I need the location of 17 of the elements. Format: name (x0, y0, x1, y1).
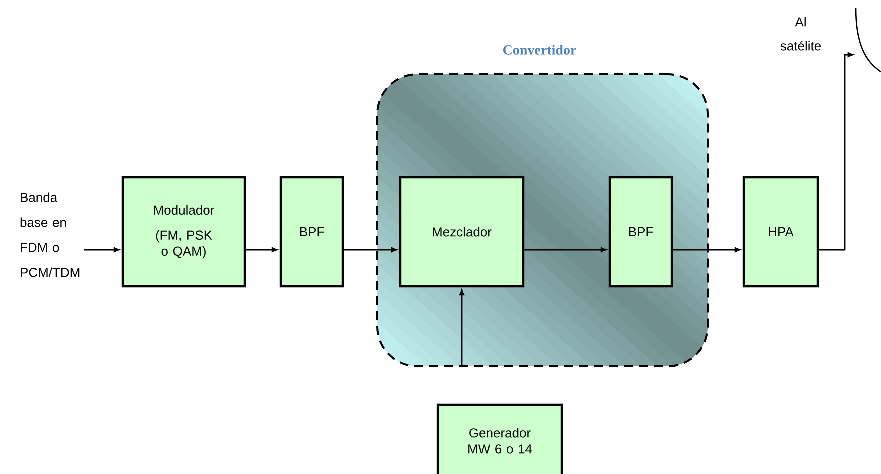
arrow (84, 248, 120, 252)
block-box: Modulador (FM, PSK o QAM) (122, 176, 246, 288)
satellite-label: Al satélite (780, 17, 822, 51)
block-box: HPA (742, 176, 820, 288)
block-box: Generador MW 6 o 14 (436, 404, 564, 474)
arrow (246, 248, 278, 252)
block-box: Mezclador (399, 176, 525, 288)
arrow (460, 290, 464, 366)
arrow (524, 248, 607, 252)
block-box: BPF (608, 176, 674, 288)
arrow (673, 248, 741, 252)
arrow (819, 52, 854, 251)
arrow (344, 248, 398, 252)
converter-title: Convertidor (504, 45, 576, 55)
input-label: Banda base en FDM o PCM/TDM (20, 192, 80, 278)
dish-antenna-drawing (855, 8, 881, 73)
block-box: BPF (280, 176, 344, 288)
